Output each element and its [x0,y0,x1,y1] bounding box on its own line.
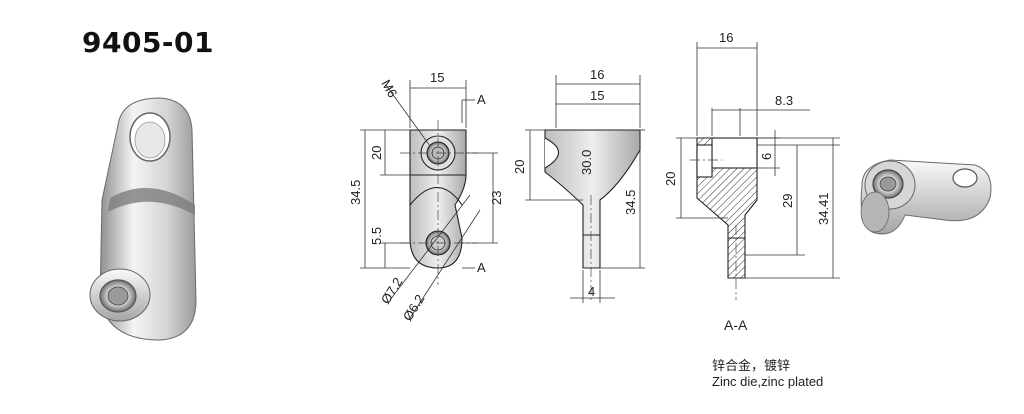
section-mark-bottom: A [477,260,486,275]
front-view [360,80,498,319]
part-number: 9405-01 [82,26,215,59]
thread-label: M6 [378,77,400,100]
tab-thickness: 4 [588,284,595,299]
hole-center-distance: 23 [489,191,504,205]
section-upper-height: 20 [663,172,678,186]
section-mark-top: A [477,92,486,107]
section-overall-height: 34.41 [816,192,831,225]
front-upper-height: 20 [369,146,384,160]
iso-part-right [860,159,992,235]
side-overall-width: 16 [590,67,604,82]
material-chinese: 锌合金，镀锌 [712,359,791,374]
counterbore-width: 8.3 [775,93,793,108]
iso-part-left [89,97,197,341]
side-upper-height: 20 [512,160,527,174]
bore-large-dia: Ø7.2 [378,275,406,307]
material-english: Zinc die,zinc plated [712,374,824,389]
front-width-label: 15 [430,70,444,85]
counterbore-depth: 6 [759,153,774,160]
bore-small-dia: Ø6.2 [400,292,428,324]
side-inner-width: 15 [590,88,604,103]
bevel-angle: 30.0 [579,150,594,175]
side-overall-height: 34.5 [623,190,638,215]
side-view [525,75,645,303]
section-view [676,42,840,300]
hole-depth: 29 [780,194,795,208]
section-label: A-A [724,317,748,333]
front-overall-height: 34.5 [348,180,363,205]
section-overall-width: 16 [719,30,733,45]
lower-offset: 5.5 [369,227,384,245]
